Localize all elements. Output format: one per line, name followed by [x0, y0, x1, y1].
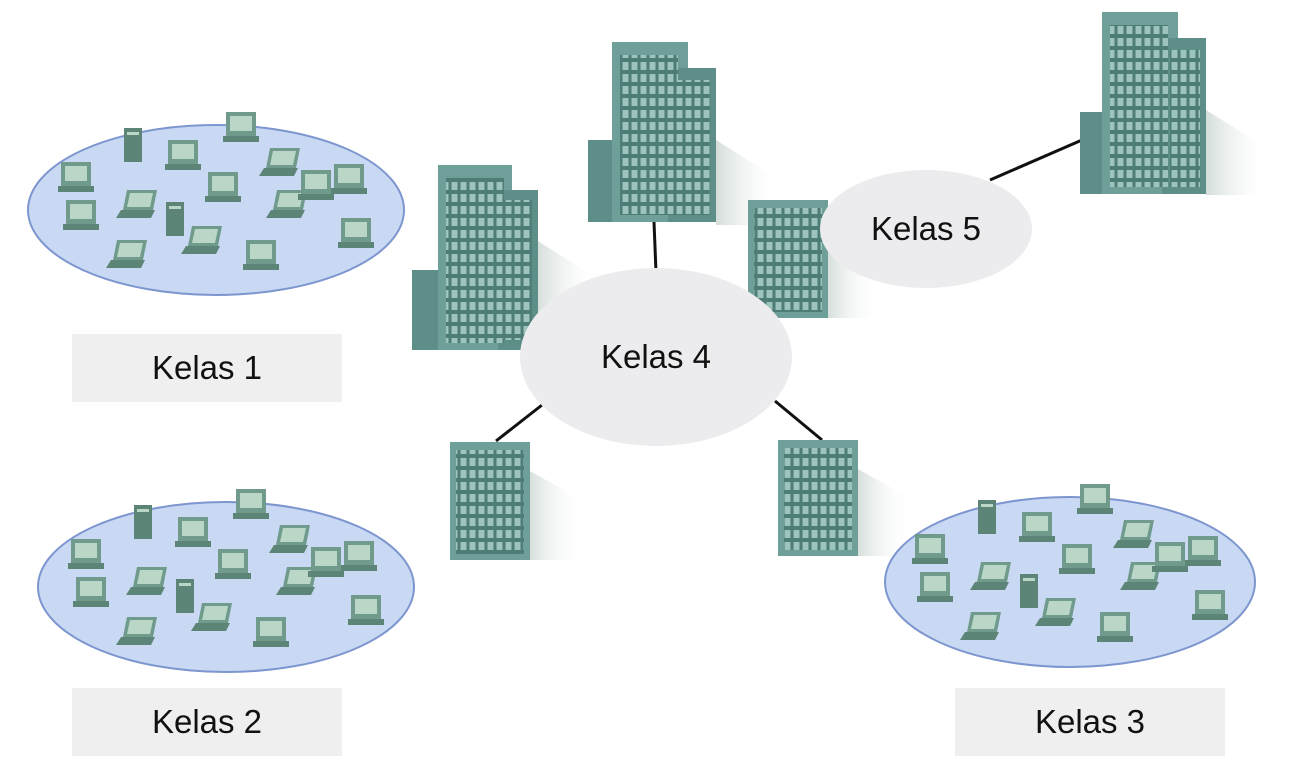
kelas5-label: Kelas 5: [870, 210, 982, 247]
laptop-icon: [1113, 520, 1154, 548]
desktop-computer-icon: [205, 172, 241, 202]
kelas5-network-ellipse: Kelas 5: [820, 170, 1032, 288]
desktop-computer-icon: [1019, 512, 1055, 542]
laptop-icon: [1035, 598, 1076, 626]
desktop-computer-icon: [215, 549, 251, 579]
kelas1-label: Kelas 1: [151, 349, 263, 386]
building-tall-top-right: [1080, 12, 1270, 195]
laptop-icon: [116, 190, 157, 218]
desktop-computer-icon: [63, 200, 99, 230]
desktop-computer-icon: [341, 541, 377, 571]
laptop-icon: [191, 603, 232, 631]
laptop-icon: [106, 240, 147, 268]
desktop-computer-icon: [1097, 612, 1133, 642]
desktop-computer-icon: [912, 534, 948, 564]
desktop-computer-icon: [68, 539, 104, 569]
server-tower-icon: [134, 505, 152, 539]
kelas1-label-box: Kelas 1: [72, 334, 342, 402]
desktop-computer-icon: [338, 218, 374, 248]
link-kelas5-building: [989, 138, 1083, 182]
link-left-building: [495, 403, 543, 443]
server-tower-icon: [166, 202, 184, 236]
desktop-computer-icon: [1059, 544, 1095, 574]
kelas3-label-box: Kelas 3: [955, 688, 1225, 756]
server-tower-icon: [176, 579, 194, 613]
desktop-computer-icon: [165, 140, 201, 170]
kelas4-network-ellipse: Kelas 4: [520, 268, 792, 446]
laptop-icon: [126, 567, 167, 595]
server-tower-icon: [978, 500, 996, 534]
desktop-computer-icon: [298, 170, 334, 200]
desktop-computer-icon: [917, 572, 953, 602]
kelas4-label: Kelas 4: [600, 338, 712, 375]
kelas2-label: Kelas 2: [151, 703, 263, 740]
laptop-icon: [960, 612, 1001, 640]
building-small-left: [450, 442, 582, 560]
building-tall-top: [588, 42, 780, 225]
desktop-computer-icon: [331, 164, 367, 194]
desktop-computer-icon: [348, 595, 384, 625]
link-right-building: [774, 399, 823, 442]
desktop-computer-icon: [1152, 542, 1188, 572]
desktop-computer-icon: [1192, 590, 1228, 620]
desktop-computer-icon: [1077, 484, 1113, 514]
desktop-computer-icon: [175, 517, 211, 547]
lan-cloud-kelas3: [884, 484, 1256, 668]
laptop-icon: [181, 226, 222, 254]
lan-cloud-kelas1: [27, 112, 405, 296]
kelas2-label-box: Kelas 2: [72, 688, 342, 756]
desktop-computer-icon: [73, 577, 109, 607]
building-small-right: [778, 440, 910, 556]
server-tower-icon: [124, 128, 142, 162]
laptop-icon: [259, 148, 300, 176]
laptop-icon: [116, 617, 157, 645]
desktop-computer-icon: [253, 617, 289, 647]
desktop-computer-icon: [58, 162, 94, 192]
lan-cloud-kelas2: [37, 489, 415, 673]
laptop-icon: [269, 525, 310, 553]
server-tower-icon: [1020, 574, 1038, 608]
laptop-icon: [970, 562, 1011, 590]
network-links: [495, 138, 1083, 443]
kelas3-label: Kelas 3: [1034, 703, 1146, 740]
desktop-computer-icon: [233, 489, 269, 519]
desktop-computer-icon: [243, 240, 279, 270]
desktop-computer-icon: [223, 112, 259, 142]
link-top-building: [652, 221, 658, 273]
desktop-computer-icon: [1185, 536, 1221, 566]
desktop-computer-icon: [308, 547, 344, 577]
